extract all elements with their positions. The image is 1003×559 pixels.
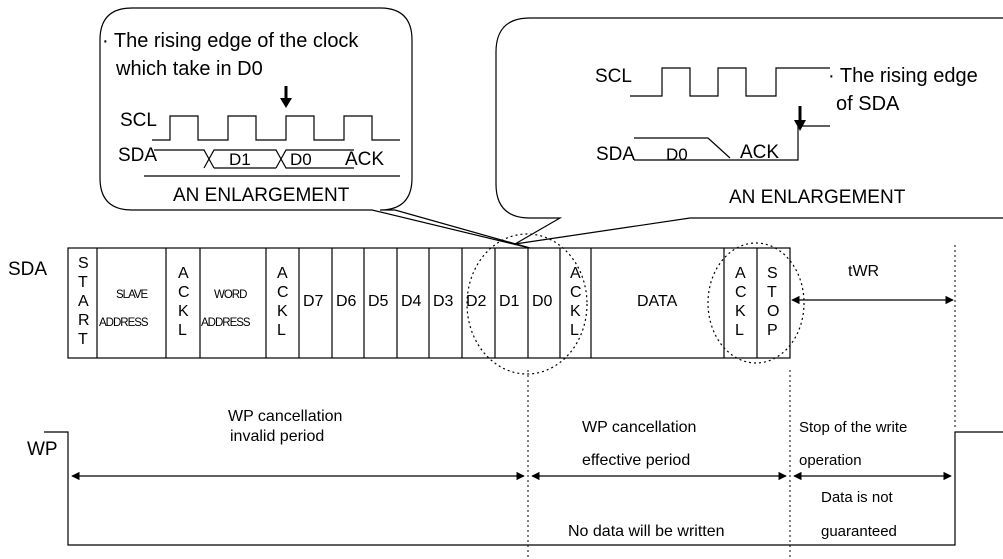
svg-text:A: A [277, 265, 288, 282]
svg-text:ADDRESS: ADDRESS [201, 317, 251, 329]
sda-row-label: SDA [8, 259, 47, 280]
svg-text:A: A [570, 265, 581, 282]
wp-stop-line2: operation [799, 452, 862, 469]
svg-text:C: C [277, 284, 289, 301]
data-cell: DATA [637, 293, 678, 310]
svg-text:C: C [735, 284, 747, 301]
ack-cell-3: A C K L [570, 265, 582, 339]
data-bits: D7 D6 D5 D4 D3 D2 D1 D0 [303, 293, 553, 310]
svg-text:K: K [735, 303, 746, 320]
svg-text:L: L [178, 322, 187, 339]
bit-d0: D0 [532, 293, 553, 310]
svg-text:K: K [277, 303, 288, 320]
svg-text:O: O [767, 303, 779, 320]
callout-left-scl-wave [152, 115, 400, 141]
callout-right-sda-label: SDA [596, 144, 635, 165]
svg-text:C: C [178, 284, 190, 301]
svg-text:T: T [767, 284, 777, 301]
bit-d3: D3 [433, 293, 454, 310]
svg-text:T: T [78, 331, 88, 348]
svg-text:A: A [178, 265, 189, 282]
svg-text:L: L [277, 322, 286, 339]
callout-right-note-line2: of SDA [836, 93, 900, 115]
svg-text:A: A [735, 265, 746, 282]
twr-label: tWR [848, 263, 879, 280]
svg-text:K: K [570, 303, 581, 320]
wp-invalid-line2: invalid period [230, 428, 324, 445]
stop-cell: S T O P [767, 265, 779, 339]
bit-d1: D1 [499, 293, 520, 310]
ack-cell-2: A C K L [277, 265, 289, 339]
ack-cell-4: A C K L [735, 265, 747, 339]
callout-left-sda-wave [144, 149, 400, 177]
callout-left-bubble [99, 7, 531, 249]
wp-signal [44, 431, 1003, 546]
svg-text:S: S [767, 265, 778, 282]
svg-text:SLAVE: SLAVE [116, 289, 149, 301]
wp-effective-line1: WP cancellation [582, 419, 696, 436]
callout-right-d0: D0 [666, 145, 688, 164]
wp-not-guaranteed-line2: guaranteed [821, 523, 897, 540]
svg-text:P: P [767, 322, 778, 339]
callout-right-sda-wave [634, 125, 830, 161]
wp-stop-line1: Stop of the write [799, 419, 907, 436]
wp-not-guaranteed-line1: Data is not [821, 489, 894, 506]
bit-d5: D5 [368, 293, 389, 310]
svg-text:A: A [78, 293, 89, 310]
callout-left-d1: D1 [229, 150, 251, 169]
svg-text:L: L [570, 322, 579, 339]
callout-left-caption: AN ENLARGEMENT [173, 185, 350, 206]
wp-row-label: WP [27, 439, 58, 460]
callout-right: SCL · The rising edge of SDA SDA D0 ACK … [495, 17, 1003, 245]
svg-text:S: S [78, 255, 89, 272]
callout-left-scl-label: SCL [120, 110, 157, 131]
callout-right-scl-label: SCL [595, 66, 632, 87]
callout-left: · The rising edge of the clock which tak… [99, 7, 531, 249]
slave-address-cell: SLAVE ADDRESS [99, 289, 150, 329]
wp-row: WP WP cancellation invalid period WP can… [27, 408, 1003, 546]
ack-cell-1: A C K L [178, 265, 190, 339]
svg-text:L: L [735, 322, 744, 339]
wp-invalid-line1: WP cancellation [228, 408, 342, 425]
bit-d4: D4 [401, 293, 422, 310]
word-address-cell: WORD ADDRESS [201, 289, 252, 329]
callout-left-note-line2: which take in D0 [115, 58, 263, 80]
bit-d2: D2 [466, 293, 487, 310]
svg-text:K: K [178, 303, 189, 320]
callout-left-d0: D0 [290, 150, 312, 169]
sda-row: SDA S T A R T [8, 233, 954, 375]
bit-d6: D6 [336, 293, 357, 310]
callout-right-caption: AN ENLARGEMENT [729, 187, 906, 208]
callout-left-sda-label: SDA [118, 145, 157, 166]
callout-left-note-line1: · The rising edge of the clock [102, 30, 359, 52]
callout-right-scl-wave [630, 67, 830, 97]
bit-d7: D7 [303, 293, 324, 310]
svg-text:WORD: WORD [214, 289, 247, 301]
callout-left-ack: ACK [345, 149, 384, 170]
callout-right-note-line1: · The rising edge [828, 65, 978, 87]
wp-effective-line2: effective period [582, 452, 690, 469]
svg-text:ADDRESS: ADDRESS [99, 317, 149, 329]
wp-no-data: No data will be written [568, 523, 725, 540]
start-cell: S T A R T [78, 255, 90, 348]
svg-text:T: T [78, 274, 88, 291]
callout-right-ack: ACK [740, 142, 779, 163]
callout-right-bubble [495, 17, 1003, 245]
svg-text:R: R [78, 312, 90, 329]
svg-text:C: C [570, 284, 582, 301]
zoom-circle-left [466, 233, 588, 375]
